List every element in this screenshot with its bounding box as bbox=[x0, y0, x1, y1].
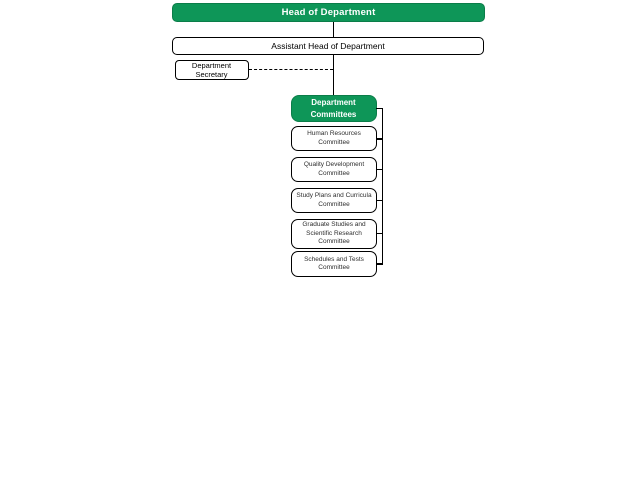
committee-label: Human Resources Committee bbox=[307, 130, 361, 146]
node-committee-schedules-tests: Schedules and Tests Committee bbox=[291, 251, 377, 277]
committee-label: Study Plans and Curricula Committee bbox=[296, 192, 372, 208]
connector-stub-schedules-tests bbox=[377, 263, 384, 265]
connector-committees-spine bbox=[381, 107, 384, 265]
node-committee-study-plans-curricula: Study Plans and Curricula Committee bbox=[291, 188, 377, 213]
node-head-of-department-label: Head of Department bbox=[281, 7, 376, 18]
connector-stub-quality-development bbox=[377, 168, 384, 171]
connector-stub-study-plans bbox=[377, 199, 384, 202]
committee-label: Graduate Studies and Scientific Research… bbox=[302, 221, 366, 245]
node-department-secretary: Department Secretary bbox=[174, 60, 249, 80]
connector-stub-graduate-studies bbox=[377, 232, 384, 235]
node-head-of-department: Head of Department bbox=[172, 3, 485, 22]
connector-stub-human-resources bbox=[377, 138, 384, 140]
committee-label: Schedules and Tests Committee bbox=[304, 255, 364, 271]
node-department-committees-label: Department Committees bbox=[310, 98, 357, 119]
node-assistant-head-label: Assistant Head of Department bbox=[271, 40, 385, 51]
connector-assistant-to-committees bbox=[332, 54, 334, 96]
node-committee-quality-development: Quality Development Committee bbox=[291, 157, 377, 182]
connector-secretary-dashed bbox=[249, 68, 333, 70]
committee-label: Quality Development Committee bbox=[303, 161, 365, 177]
node-assistant-head-of-department: Assistant Head of Department bbox=[172, 36, 484, 55]
node-committee-graduate-studies-research: Graduate Studies and Scientific Research… bbox=[291, 219, 377, 249]
node-department-secretary-label: Department Secretary bbox=[191, 60, 232, 79]
connector-committees-header-stub bbox=[376, 107, 383, 110]
connector-head-to-assistant bbox=[332, 21, 334, 37]
node-department-committees: Department Committees bbox=[290, 95, 377, 122]
node-committee-human-resources: Human Resources Committee bbox=[291, 126, 377, 151]
